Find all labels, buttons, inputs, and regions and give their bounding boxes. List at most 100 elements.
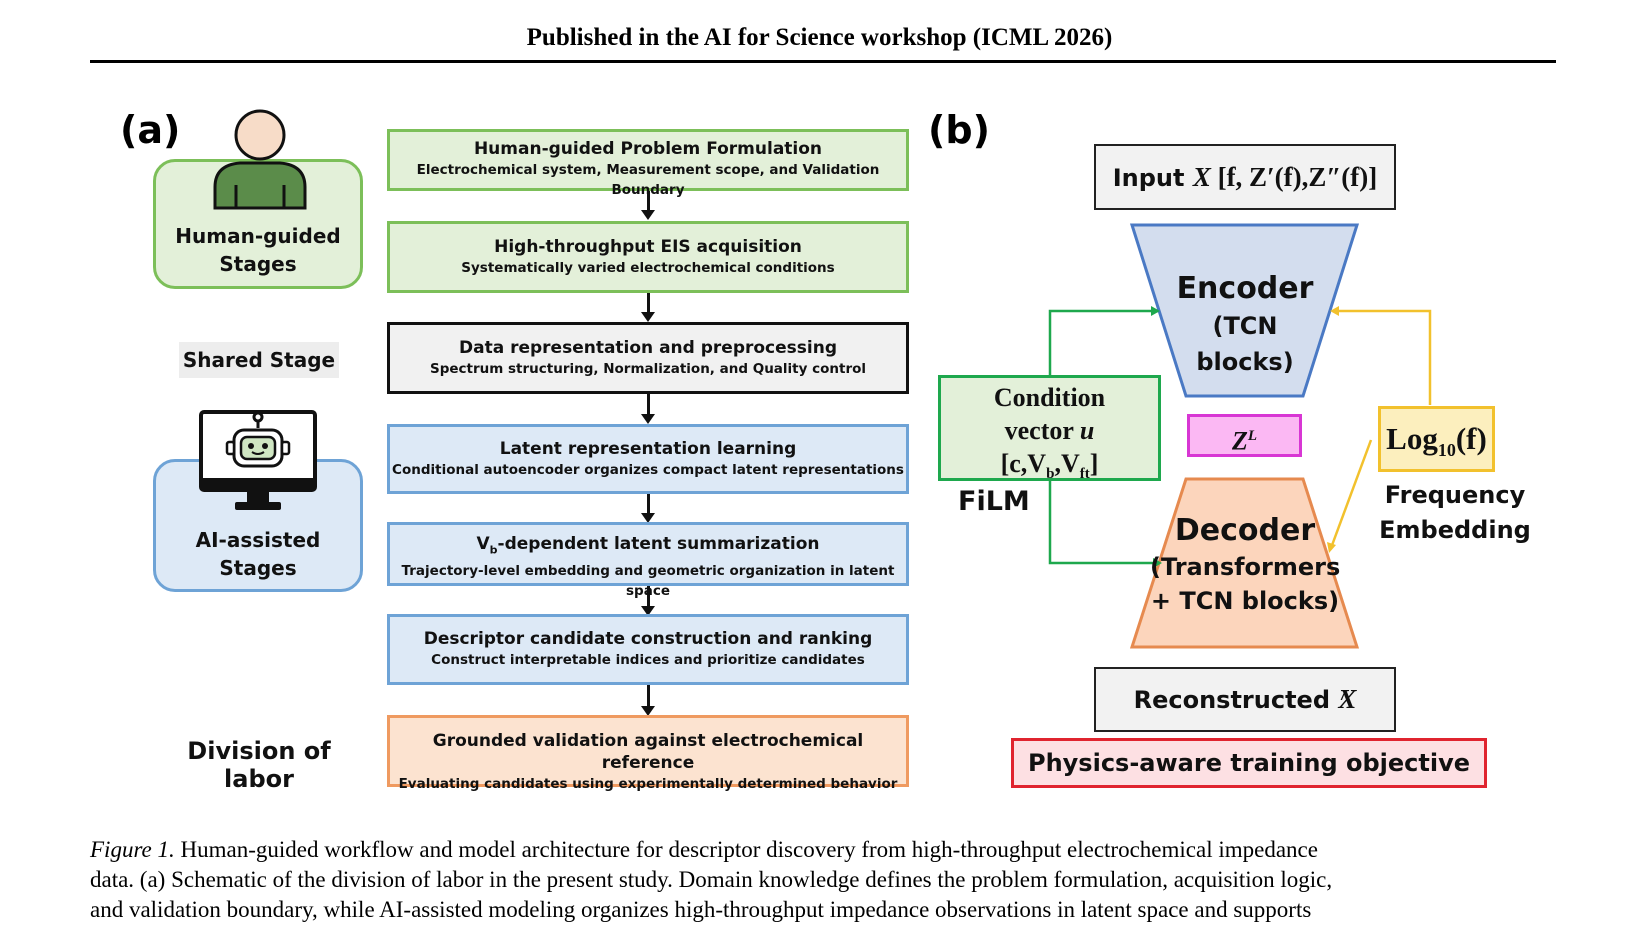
figure-caption: Figure 1. Human-guided workflow and mode… [90, 835, 1556, 925]
step-eis-acquisition: High-throughput EIS acquisition Systemat… [387, 221, 909, 293]
arrow-head-icon [1330, 306, 1339, 316]
human-stage-line1: Human-guided [175, 224, 341, 248]
physics-objective-box: Physics-aware training objective [1011, 738, 1487, 788]
input-box: Input X [f, Z′(f),Z″(f)] [1094, 144, 1396, 210]
step-subtitle: Electrochemical system, Measurement scop… [416, 162, 880, 198]
step-data-representation: Data representation and preprocessing Sp… [387, 322, 909, 394]
caption-line2: data. (a) Schematic of the division of l… [90, 867, 1333, 892]
step-problem-formulation: Human-guided Problem Formulation Electro… [387, 129, 909, 198]
cond-part: [c,V [1000, 449, 1047, 478]
step-subtitle: Systematically varied electrochemical co… [461, 260, 835, 276]
condition-line3: [c,Vb,Vft] [941, 447, 1158, 491]
header-rule [90, 60, 1556, 63]
decoder-label: Decoder (Transformers + TCN blocks) [1150, 512, 1340, 618]
ai-stage-line2: Stages [219, 556, 297, 580]
freq-line1: Frequency [1384, 481, 1526, 509]
input-prefix: Input [1112, 164, 1193, 192]
step-subtitle: Construct interpretable indices and prio… [431, 652, 865, 668]
step-grounded-validation: Grounded validation against electrochemi… [387, 715, 909, 792]
architecture-diagram [1048, 223, 1432, 649]
page-header: Published in the AI for Science workshop… [526, 24, 1113, 51]
latent-box: ZL [1187, 414, 1302, 457]
hat-icon: ^ [1339, 687, 1351, 709]
step-latent-summarization: Vb-dependent latent summarization Trajec… [387, 522, 909, 599]
division-of-labor-label: Division of labor [187, 737, 331, 793]
step-title: Human-guided Problem Formulation [473, 139, 823, 159]
arrow-head-icon [1327, 542, 1336, 553]
decoder-trapezoid [1129, 477, 1360, 649]
arrow-head-icon [1151, 306, 1160, 316]
cond-part: ,V [1054, 449, 1080, 478]
step-descriptor-ranking: Descriptor candidate construction and ra… [387, 614, 909, 685]
condition-line2: vector u [941, 414, 1158, 447]
arrow-head-icon [641, 706, 655, 716]
condition-vector-word: vector [1004, 416, 1080, 445]
title-rest: -dependent latent summarization [497, 534, 820, 554]
encoder-subtitle: (TCN blocks) [1196, 312, 1294, 376]
arrow-head-icon [641, 210, 655, 220]
log-frequency-box: Log10(f) [1378, 406, 1495, 472]
person-icon [213, 109, 307, 210]
step-title: Descriptor candidate construction and ra… [423, 629, 873, 649]
freq-line2: Embedding [1379, 516, 1531, 544]
film-connector-encoder [1048, 309, 1158, 375]
caption-line1: Figure 1. Human-guided workflow and mode… [90, 835, 1556, 865]
latent-symbol: Z [1231, 426, 1248, 456]
step-subtitle: Spectrum structuring, Normalization, and… [429, 361, 867, 377]
step-latent-learning: Latent representation learning Condition… [387, 424, 909, 494]
log-word: Log [1386, 421, 1438, 456]
ai-stage-label: AI-assisted Stages [153, 526, 363, 582]
caption-line3: and validation boundary, while AI-assist… [90, 897, 1312, 922]
encoder-title: Encoder [1176, 271, 1314, 306]
flow-arrow [647, 293, 650, 314]
flow-arrow [647, 586, 650, 608]
flow-arrow [647, 394, 650, 416]
flow-arrow [647, 191, 650, 212]
arrow-head-icon [641, 606, 655, 616]
decoder-title: Decoder [1174, 513, 1316, 548]
caption-text1: Human-guided workflow and model architec… [174, 837, 1318, 862]
reconstructed-xhat: ^X [1338, 684, 1356, 714]
step-subtitle: Conditional autoencoder organizes compac… [392, 462, 904, 478]
log-base: 10 [1437, 440, 1456, 461]
step-title: High-throughput EIS acquisition [494, 237, 802, 257]
step-subtitle: Evaluating candidates using experimental… [398, 776, 898, 792]
film-label: FiLM [958, 486, 1030, 517]
reconstructed-box: Reconstructed ^X [1094, 667, 1396, 732]
condition-vector-box: Condition vector u [c,Vb,Vft] [938, 375, 1161, 482]
flow-arrow [647, 494, 650, 515]
step-title: Latent representation learning [499, 439, 797, 459]
title-sub-b: b [489, 543, 498, 557]
step-title: Data representation and preprocessing [458, 338, 838, 358]
encoder-label: Encoder (TCN blocks) [1160, 270, 1330, 380]
arrow-head-icon [1153, 558, 1162, 568]
frequency-embedding-label: Frequency Embedding [1370, 478, 1540, 548]
step-title: Vb-dependent latent summarization [390, 533, 906, 561]
film-connector-decoder [1048, 481, 1158, 565]
arrow-head-icon [641, 414, 655, 424]
arrow-head-icon [641, 312, 655, 322]
cond-sub-b: b [1046, 466, 1055, 483]
encoder-trapezoid [1129, 223, 1360, 398]
human-stage-line2: Stages [219, 252, 297, 276]
latent-superscript: L [1247, 428, 1258, 444]
input-rest: [f, Z′(f),Z″(f)] [1210, 162, 1378, 192]
flow-arrow [647, 685, 650, 708]
shared-stage-label: Shared Stage [179, 342, 339, 378]
panel-a-label: (a) [120, 108, 181, 152]
step-title: Grounded validation against electrochemi… [432, 731, 864, 773]
reconstructed-prefix: Reconstructed [1133, 686, 1339, 714]
human-stage-box [153, 159, 363, 289]
cond-sub-ft: ft [1079, 466, 1090, 483]
panel-b-label: (b) [928, 108, 990, 152]
ai-stage-line1: AI-assisted [195, 528, 321, 552]
cond-part: ] [1089, 449, 1099, 478]
condition-line1: Condition [993, 383, 1106, 412]
title-v: V [476, 534, 490, 554]
reconstructed-var: X [1338, 684, 1357, 714]
condition-u: u [1079, 416, 1095, 445]
input-var: X [1192, 162, 1211, 192]
freq-connector-decoder [1329, 439, 1373, 549]
caption-label: Figure 1. [90, 837, 175, 862]
human-stage-label: Human-guided Stages [153, 222, 363, 278]
